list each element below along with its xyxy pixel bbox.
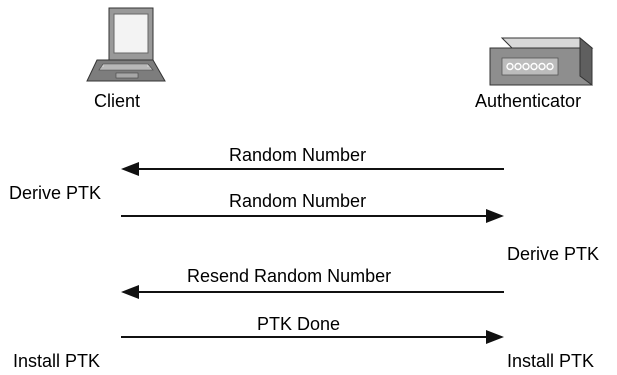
message-label-2: Random Number	[229, 191, 367, 211]
arrow-resend-random-number-to-client	[121, 285, 504, 299]
client-derive-ptk-label: Derive PTK	[9, 183, 102, 203]
client-label: Client	[94, 91, 141, 111]
client-install-ptk-label: Install PTK	[13, 351, 101, 371]
message-label-3: Resend Random Number	[187, 266, 392, 286]
arrow-random-number-to-authenticator	[121, 209, 504, 223]
access-point-icon	[489, 36, 594, 86]
message-label-4: PTK Done	[257, 314, 341, 334]
authenticator-label: Authenticator	[475, 91, 582, 111]
authenticator-derive-ptk-label: Derive PTK	[507, 244, 600, 264]
message-label-1: Random Number	[229, 145, 367, 165]
arrow-random-number-to-client	[121, 162, 504, 176]
laptop-icon	[86, 7, 166, 82]
arrow-ptk-done-to-authenticator	[121, 330, 504, 344]
authenticator-install-ptk-label: Install PTK	[507, 351, 595, 371]
